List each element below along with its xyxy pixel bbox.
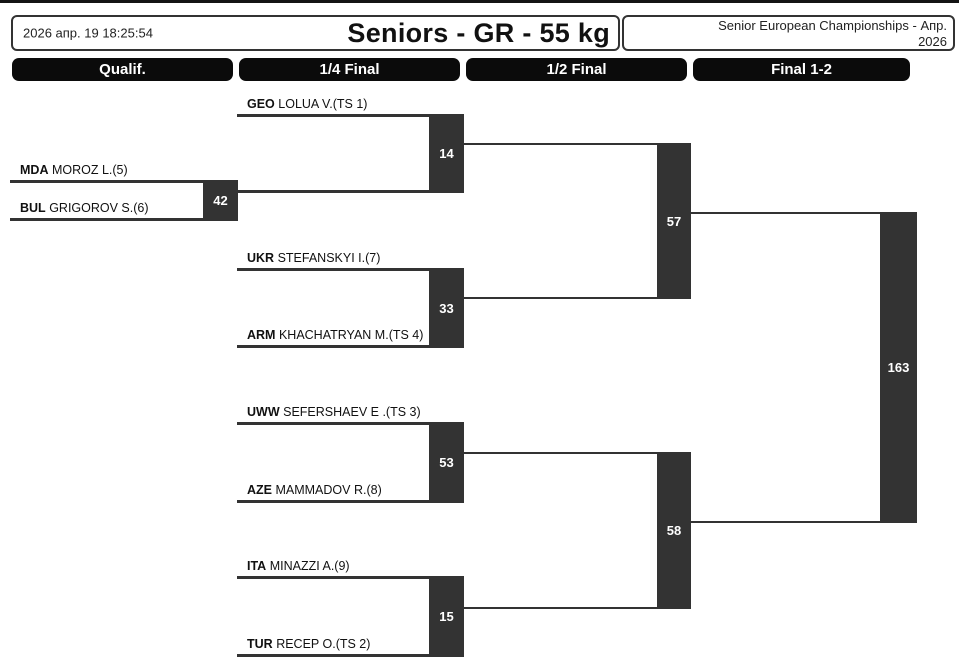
athlete-bul: BUL GRIGOROV S.(6) [20, 200, 149, 216]
athlete-name: STEFANSKYI I.(7) [277, 251, 381, 265]
country-code: ITA [247, 559, 267, 573]
line-mda [10, 180, 203, 183]
match-box-15: 15 [429, 576, 464, 657]
round-header-label: Final 1-2 [771, 61, 832, 78]
line-sf58-lower [464, 607, 657, 609]
country-code: MDA [20, 163, 49, 177]
line-geo [237, 114, 429, 117]
country-code: UKR [247, 251, 275, 265]
athlete-mda: MDA MOROZ L.(5) [20, 162, 128, 178]
athlete-name: SEFERSHAEV E .(TS 3) [283, 405, 421, 419]
match-box-57: 57 [657, 143, 691, 299]
match-number: 15 [439, 609, 454, 624]
round-header-label: Qualif. [99, 61, 146, 78]
athlete-name: MOROZ L.(5) [51, 163, 128, 177]
athlete-tur: TUR RECEP O.(TS 2) [247, 636, 370, 652]
match-number: 58 [666, 523, 682, 538]
country-code: ARM [247, 328, 276, 342]
athlete-name: MAMMADOV R.(8) [275, 483, 382, 497]
line-tur [237, 654, 429, 657]
match-box-14: 14 [429, 114, 464, 193]
match-box-163: 163 [880, 212, 917, 523]
athlete-name: GRIGOROV S.(6) [49, 201, 149, 215]
match-number: 14 [439, 146, 454, 161]
round-header-qualif: Qualif. [12, 58, 233, 81]
match-box-33: 33 [429, 268, 464, 348]
match-number: 163 [887, 360, 910, 375]
event-name: Senior European Championships - Апр. 202… [718, 18, 947, 49]
country-code: BUL [20, 201, 46, 215]
line-bul [10, 218, 203, 221]
athlete-name: MINAZZI A.(9) [269, 559, 350, 573]
line-final-lower [691, 521, 880, 523]
page-title: Seniors - GR - 55 kg [347, 18, 610, 48]
match-number: 57 [666, 213, 682, 229]
athlete-geo: GEO LOLUA V.(TS 1) [247, 96, 367, 112]
timestamp: 2026 апр. 19 18:25:54 [23, 25, 153, 41]
header-right-box: Senior European Championships - Апр. 202… [622, 15, 955, 51]
line-sf57-upper [464, 143, 657, 145]
round-header-quarter: 1/4 Final [239, 58, 460, 81]
line-arm [237, 345, 429, 348]
round-header-semi: 1/2 Final [466, 58, 687, 81]
round-header-label: 1/2 Final [546, 61, 607, 78]
athlete-uww: UWW SEFERSHAEV E .(TS 3) [247, 404, 421, 420]
athlete-ukr: UKR STEFANSKYI I.(7) [247, 250, 380, 266]
match-number: 42 [213, 193, 228, 208]
line-uww [237, 422, 429, 425]
line-sf57-lower [464, 297, 657, 299]
round-header-label: 1/4 Final [319, 61, 380, 78]
athlete-name: RECEP O.(TS 2) [276, 637, 371, 651]
line-ukr [237, 268, 429, 271]
athlete-name: KHACHATRYAN M.(TS 4) [278, 328, 424, 342]
athlete-ita: ITA MINAZZI A.(9) [247, 558, 350, 574]
country-code: TUR [247, 637, 273, 651]
match-number: 53 [439, 455, 454, 470]
match-number: 33 [439, 300, 454, 316]
match-box-58: 58 [657, 452, 691, 609]
match-box-53: 53 [429, 422, 464, 503]
athlete-arm: ARM KHACHATRYAN M.(TS 4) [247, 327, 423, 343]
country-code: GEO [247, 97, 275, 111]
line-sf58-upper [464, 452, 657, 454]
line-aze [237, 500, 429, 503]
header-left-box: 2026 апр. 19 18:25:54 Seniors - GR - 55 … [11, 15, 620, 51]
country-code: UWW [247, 405, 280, 419]
line-final-upper [691, 212, 880, 214]
country-code: AZE [247, 483, 272, 497]
round-header-final: Final 1-2 [693, 58, 910, 81]
athlete-name: LOLUA V.(TS 1) [278, 97, 368, 111]
match-box-42: 42 [203, 180, 238, 221]
athlete-aze: AZE MAMMADOV R.(8) [247, 482, 382, 498]
top-edge-bar [0, 0, 959, 3]
line-ita [237, 576, 429, 579]
line-qf14-lower [238, 190, 429, 193]
